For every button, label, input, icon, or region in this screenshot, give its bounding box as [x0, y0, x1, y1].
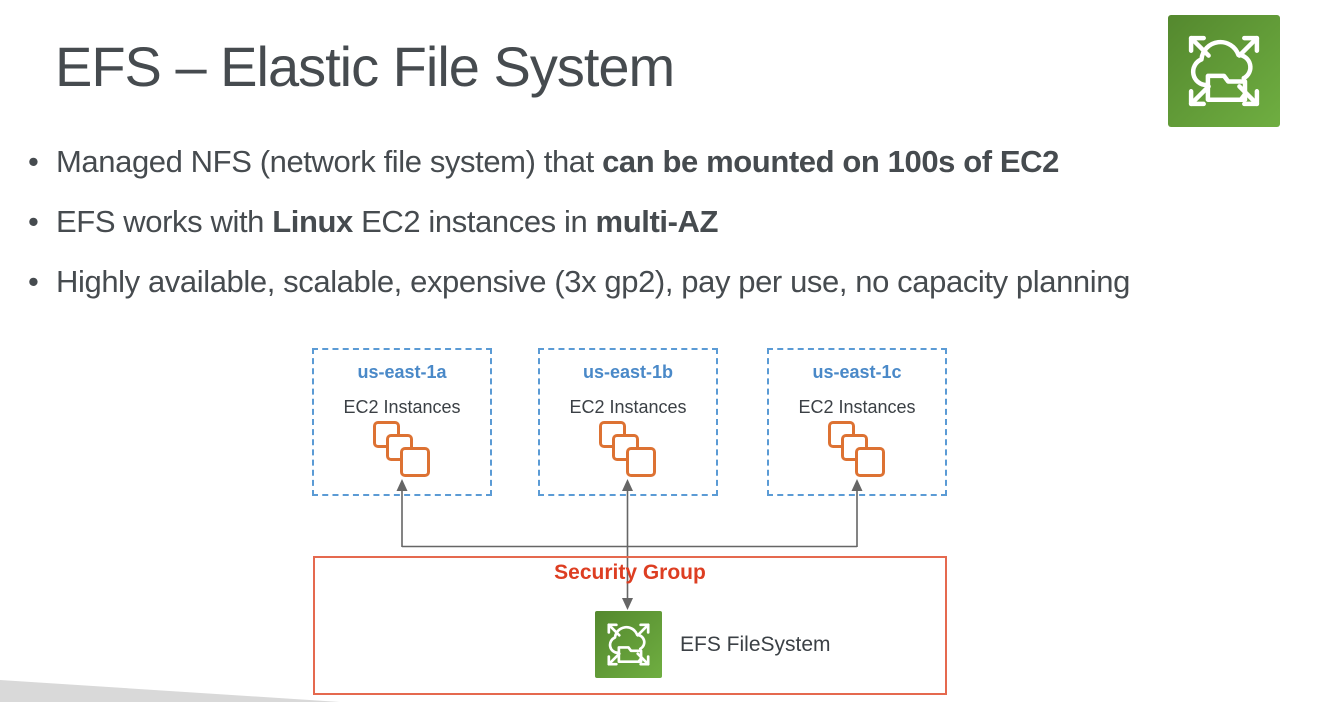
bullet-text-bold: Linux: [272, 204, 353, 239]
az-label: us-east-1b: [582, 362, 674, 382]
security-group-box: [313, 556, 947, 695]
ec2-instances-icon: [598, 421, 658, 479]
az-label: us-east-1a: [357, 362, 447, 382]
cloud-folder-scale-glyph: [607, 623, 650, 666]
az-box-us-east-1c: us-east-1c EC2 Instances: [767, 348, 947, 496]
az-box-us-east-1a: us-east-1a EC2 Instances: [312, 348, 492, 496]
bullet-text: Managed NFS (network file system) that: [56, 144, 603, 179]
bullet-text: EFS works with: [56, 204, 273, 239]
bullet-item: Highly available, scalable, expensive (3…: [28, 252, 1326, 312]
cloud-folder-scale-glyph: [1188, 35, 1260, 107]
ec2-instances-icon: [827, 421, 887, 479]
ec2-instances-label: EC2 Instances: [569, 397, 687, 417]
az-box-us-east-1b: us-east-1b EC2 Instances: [538, 348, 718, 496]
instance-square: [855, 447, 885, 477]
instance-square: [400, 447, 430, 477]
ec2-instances-icon: [372, 421, 432, 479]
efs-filesystem-label: EFS FileSystem: [680, 633, 831, 656]
bullet-text: Highly available, scalable, expensive (3…: [56, 264, 1130, 299]
bullet-text-bold: can be mounted on 100s of EC2: [602, 144, 1060, 179]
bullet-item: Managed NFS (network file system) that c…: [28, 132, 1326, 192]
instance-square: [626, 447, 656, 477]
security-group-label: Security Group: [554, 561, 706, 584]
bullet-list: Managed NFS (network file system) that c…: [28, 132, 1326, 312]
efs-service-icon: [1168, 15, 1280, 127]
bullet-item: EFS works with Linux EC2 instances in mu…: [28, 192, 1326, 252]
ec2-instances-label: EC2 Instances: [798, 397, 916, 417]
bullet-text: EC2 instances in: [352, 204, 596, 239]
corner-wedge-decoration: [0, 680, 340, 702]
az-label: us-east-1c: [812, 362, 902, 382]
ec2-instances-label: EC2 Instances: [343, 397, 461, 417]
page-title: EFS – Elastic File System: [55, 35, 675, 98]
efs-filesystem-icon: [595, 611, 662, 678]
bullet-text-bold: multi-AZ: [595, 204, 719, 239]
